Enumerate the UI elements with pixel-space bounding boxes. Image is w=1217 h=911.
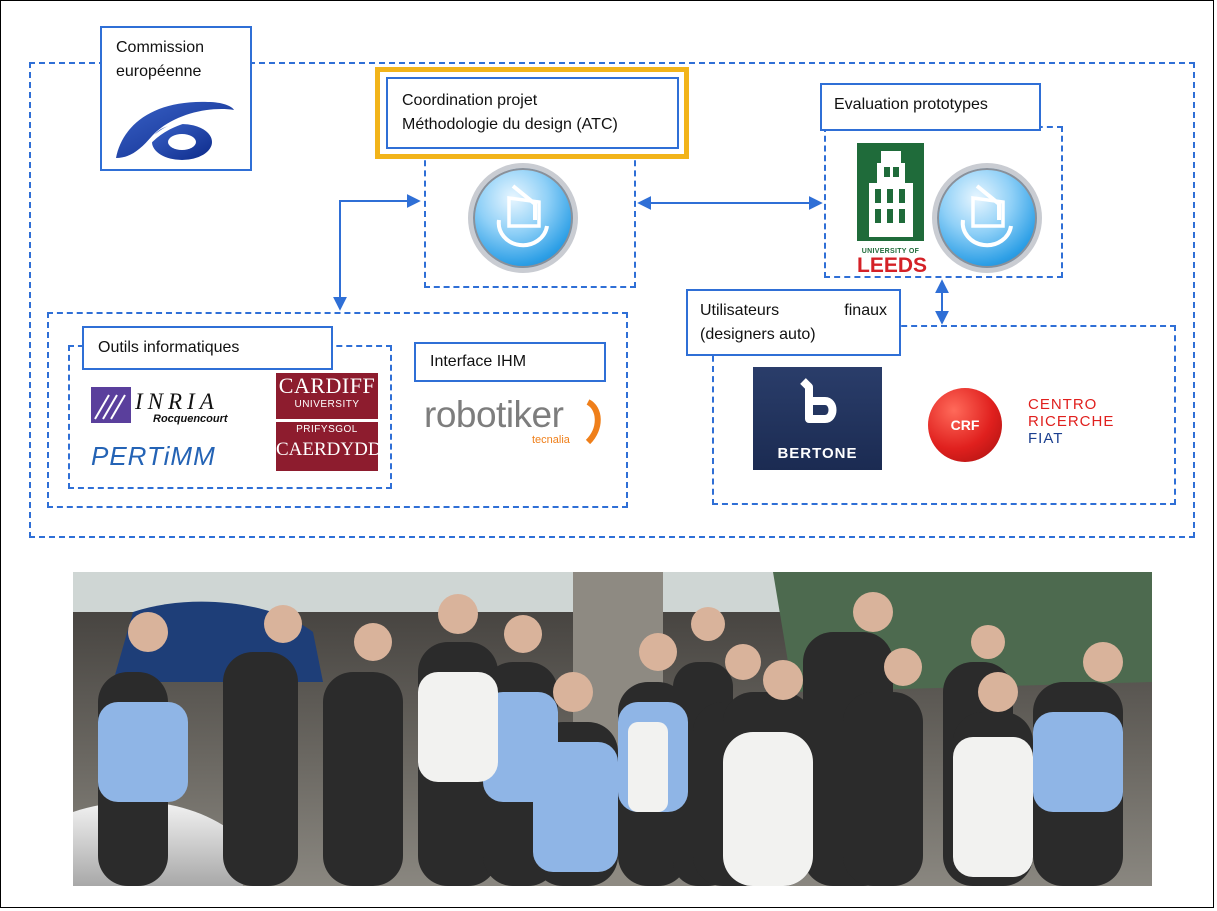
crf-logo: CRF CENTRO RICERCHE FIAT xyxy=(928,388,1128,462)
team-photo xyxy=(73,572,1152,886)
fp6-logo-icon xyxy=(116,101,234,161)
cardiff-bot2: CAERDYDD xyxy=(276,439,382,460)
robotiker-swoosh-icon xyxy=(585,399,601,444)
robotiker-logo: robotiker tecnalia xyxy=(424,394,610,452)
leeds-line1: UNIVERSITY OF xyxy=(861,248,920,255)
interface-label: Interface IHM xyxy=(430,353,527,370)
tools-group xyxy=(47,312,628,508)
inria-mark-icon xyxy=(91,387,131,423)
evaluation-box: Evaluation prototypes xyxy=(820,83,1041,131)
inria-sub: Rocquencourt xyxy=(153,413,228,425)
evaluation-label: Evaluation prototypes xyxy=(834,96,988,113)
utilisateurs-line1a: Utilisateurs xyxy=(700,302,780,319)
interface-box: Interface IHM xyxy=(414,342,606,382)
cardiff-top2: UNIVERSITY xyxy=(294,399,360,410)
atc-logo-evaluation-icon xyxy=(932,163,1042,273)
coordination-box: Coordination projet Méthodologie du desi… xyxy=(386,77,679,149)
leeds-logo: UNIVERSITY OF LEEDS xyxy=(857,143,927,277)
bertone-name: BERTONE xyxy=(777,445,858,462)
inria-logo: INRIA Rocquencourt xyxy=(91,387,251,429)
coordination-line2: Méthodologie du design (ATC) xyxy=(402,116,618,133)
coordination-line1: Coordination projet xyxy=(402,92,538,109)
robotiker-name: robotiker xyxy=(424,394,564,435)
leeds-tower-icon xyxy=(857,143,924,241)
atc-logo-icon xyxy=(468,163,578,273)
leeds-line2: LEEDS xyxy=(857,254,928,277)
outils-label: Outils informatiques xyxy=(98,339,240,356)
crf-line2: RICERCHE xyxy=(1028,413,1115,430)
commission-box: Commission européenne xyxy=(100,26,252,171)
utilisateurs-line1b: finaux xyxy=(844,302,887,319)
crf-badge: CRF xyxy=(950,417,980,433)
consortium-box xyxy=(29,62,1195,538)
robotiker-sub: tecnalia xyxy=(532,434,570,446)
users-group xyxy=(712,325,1176,505)
bertone-logo: BERTONE xyxy=(753,367,882,470)
commission-line2: européenne xyxy=(116,63,202,80)
bertone-b-icon xyxy=(800,378,837,423)
cardiff-bot1: PRIFYSGOL xyxy=(296,424,358,435)
utilisateurs-box: Utilisateurs finaux (designers auto) xyxy=(686,289,901,356)
inria-name: INRIA xyxy=(135,389,219,414)
commission-line1: Commission xyxy=(116,39,205,56)
pertimm-logo: PERTiMM xyxy=(91,441,216,471)
cardiff-logo: CARDIFF UNIVERSITY PRIFYSGOL CAERDYDD xyxy=(276,373,382,471)
outils-box: Outils informatiques xyxy=(82,326,333,370)
crf-badge-icon: CRF xyxy=(928,388,1002,462)
crf-line1: CENTRO xyxy=(1028,396,1098,413)
team-photo-image xyxy=(73,572,1152,886)
utilisateurs-line2: (designers auto) xyxy=(700,326,816,343)
crf-line3: FIAT xyxy=(1028,430,1064,447)
cardiff-top1: CARDIFF xyxy=(278,373,376,398)
